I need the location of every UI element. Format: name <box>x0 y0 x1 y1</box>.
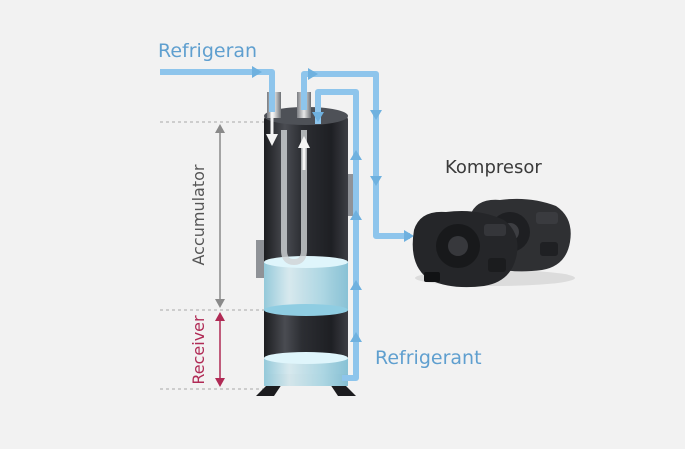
accumulator-tank <box>256 92 356 396</box>
flow-arrows <box>160 69 410 381</box>
compressor-front-unit <box>412 211 518 288</box>
tank-left-bracket <box>256 240 266 278</box>
down-arrowhead-2 <box>370 176 382 186</box>
tank-side-bracket <box>344 174 355 216</box>
u-tube <box>281 130 307 266</box>
liquid-lower-surface <box>264 352 348 364</box>
flow-arrowheads <box>252 66 414 342</box>
liquid-upper-bottom <box>264 304 348 316</box>
accumulator-label: Accumulator <box>189 164 208 266</box>
tank-internal-arrows <box>266 112 310 170</box>
liquid-upper-surface <box>264 256 348 268</box>
up-arrowhead-2 <box>350 210 362 220</box>
outlet-flow <box>301 71 410 239</box>
return-flow <box>315 89 359 381</box>
refrigerant-out-label: Refrigerant <box>375 347 482 369</box>
compressor-label: Kompresor <box>445 157 542 178</box>
inlet-flow <box>160 69 275 112</box>
up-arrowhead-4 <box>350 332 362 342</box>
outlet-arrowhead <box>404 230 414 242</box>
return-arrowhead <box>312 112 324 122</box>
up-arrowhead-3 <box>350 280 362 290</box>
inlet-arrowhead <box>252 66 262 78</box>
liquid-upper <box>264 262 348 310</box>
up-arrowhead-1 <box>350 150 362 160</box>
receiver-dimension-arrow <box>215 312 225 387</box>
top-left-arrowhead <box>308 68 318 80</box>
dimension-guides <box>160 121 265 390</box>
receiver-label: Receiver <box>189 315 208 385</box>
down-arrowhead-1 <box>370 110 382 120</box>
compressor <box>412 198 575 288</box>
refrigerant-in-label: Refrigeran <box>158 40 258 62</box>
accumulator-dimension-arrow <box>215 124 225 308</box>
